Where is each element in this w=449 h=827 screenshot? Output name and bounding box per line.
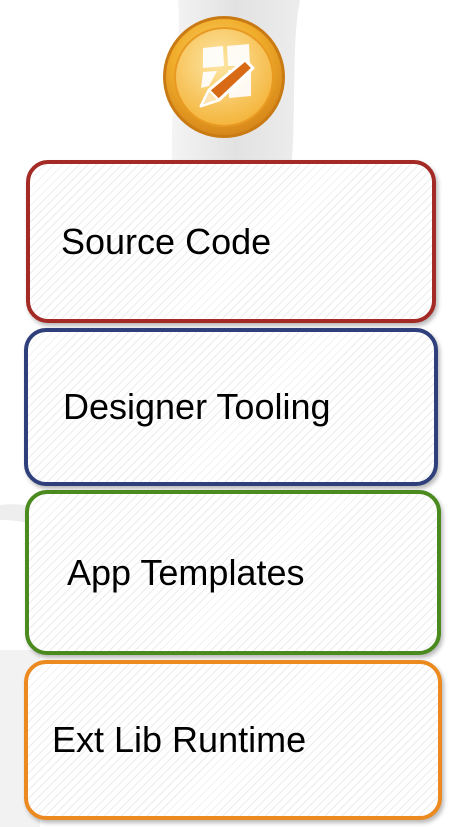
pencil-grid-icon xyxy=(163,16,285,138)
app-templates-label: App Templates xyxy=(67,551,305,593)
designer-tooling-label: Designer Tooling xyxy=(63,386,331,427)
designer-tooling-box: Designer Tooling xyxy=(24,328,438,486)
app-templates-box: App Templates xyxy=(25,490,441,655)
app-logo xyxy=(161,14,287,140)
ext-lib-runtime-box: Ext Lib Runtime xyxy=(24,660,442,820)
source-code-box: Source Code xyxy=(26,160,436,323)
source-code-label: Source Code xyxy=(61,220,272,262)
ext-lib-runtime-label: Ext Lib Runtime xyxy=(52,719,307,760)
